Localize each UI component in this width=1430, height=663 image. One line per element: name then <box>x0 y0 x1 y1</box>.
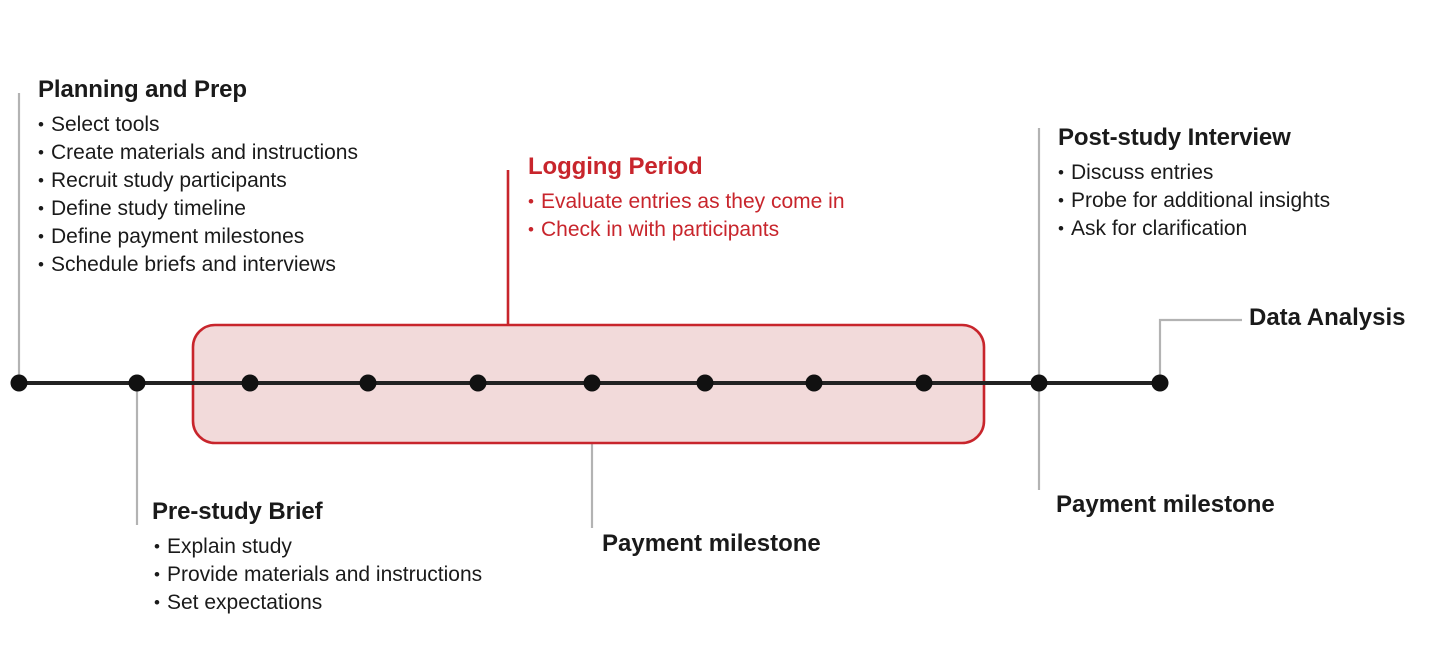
phase-title-pre-study-brief: Pre-study Brief <box>152 498 323 525</box>
list-item: Explain study <box>154 533 482 561</box>
list-item: Discuss entries <box>1058 159 1330 187</box>
timeline-dot-6[interactable] <box>583 374 601 392</box>
list-item: Select tools <box>38 111 358 139</box>
connector-data-analysis <box>1158 318 1242 383</box>
timeline-dot-1[interactable] <box>10 374 28 392</box>
list-item: Create materials and instructions <box>38 139 358 167</box>
timeline-dot-5[interactable] <box>469 374 487 392</box>
phase-block-planning-and-prep: Planning and Prep Select tools Create ma… <box>38 76 358 279</box>
timeline-dot-10[interactable] <box>1030 374 1048 392</box>
phase-item-list-prestudy: Explain study Provide materials and inst… <box>152 533 482 617</box>
list-item: Check in with participants <box>528 216 845 244</box>
list-item: Define study timeline <box>38 195 358 223</box>
list-item: Define payment milestones <box>38 223 358 251</box>
phase-block-logging-period: Logging Period Evaluate entries as they … <box>528 153 845 244</box>
phase-title-logging-period: Logging Period <box>528 153 703 180</box>
list-item: Provide materials and instructions <box>154 561 482 589</box>
label-payment-milestone-mid: Payment milestone <box>602 530 821 557</box>
list-item: Set expectations <box>154 589 482 617</box>
timeline-dot-8[interactable] <box>805 374 823 392</box>
timeline-nodes <box>10 374 1169 392</box>
list-item: Recruit study participants <box>38 167 358 195</box>
phase-title-post-study-interview: Post-study Interview <box>1058 124 1291 151</box>
phase-block-post-study-interview: Post-study Interview Discuss entries Pro… <box>1058 124 1330 243</box>
timeline-dot-2[interactable] <box>128 374 146 392</box>
timeline-dot-9[interactable] <box>915 374 933 392</box>
list-item: Evaluate entries as they come in <box>528 188 845 216</box>
timeline-dot-11[interactable] <box>1151 374 1169 392</box>
timeline-dot-7[interactable] <box>696 374 714 392</box>
phase-item-list-poststudy: Discuss entries Probe for additional ins… <box>1058 159 1330 243</box>
list-item: Schedule briefs and interviews <box>38 251 358 279</box>
timeline-dot-3[interactable] <box>241 374 259 392</box>
phase-title-planning-and-prep: Planning and Prep <box>38 76 247 103</box>
phase-item-list-logging: Evaluate entries as they come in Check i… <box>528 188 845 244</box>
list-item: Ask for clarification <box>1058 215 1330 243</box>
list-item: Probe for additional insights <box>1058 187 1330 215</box>
label-payment-milestone-right: Payment milestone <box>1056 491 1275 518</box>
phase-block-pre-study-brief: Pre-study Brief Explain study Provide ma… <box>152 498 482 617</box>
phase-item-list-planning: Select tools Create materials and instru… <box>38 111 358 279</box>
label-data-analysis: Data Analysis <box>1249 304 1406 331</box>
timeline-dot-4[interactable] <box>359 374 377 392</box>
